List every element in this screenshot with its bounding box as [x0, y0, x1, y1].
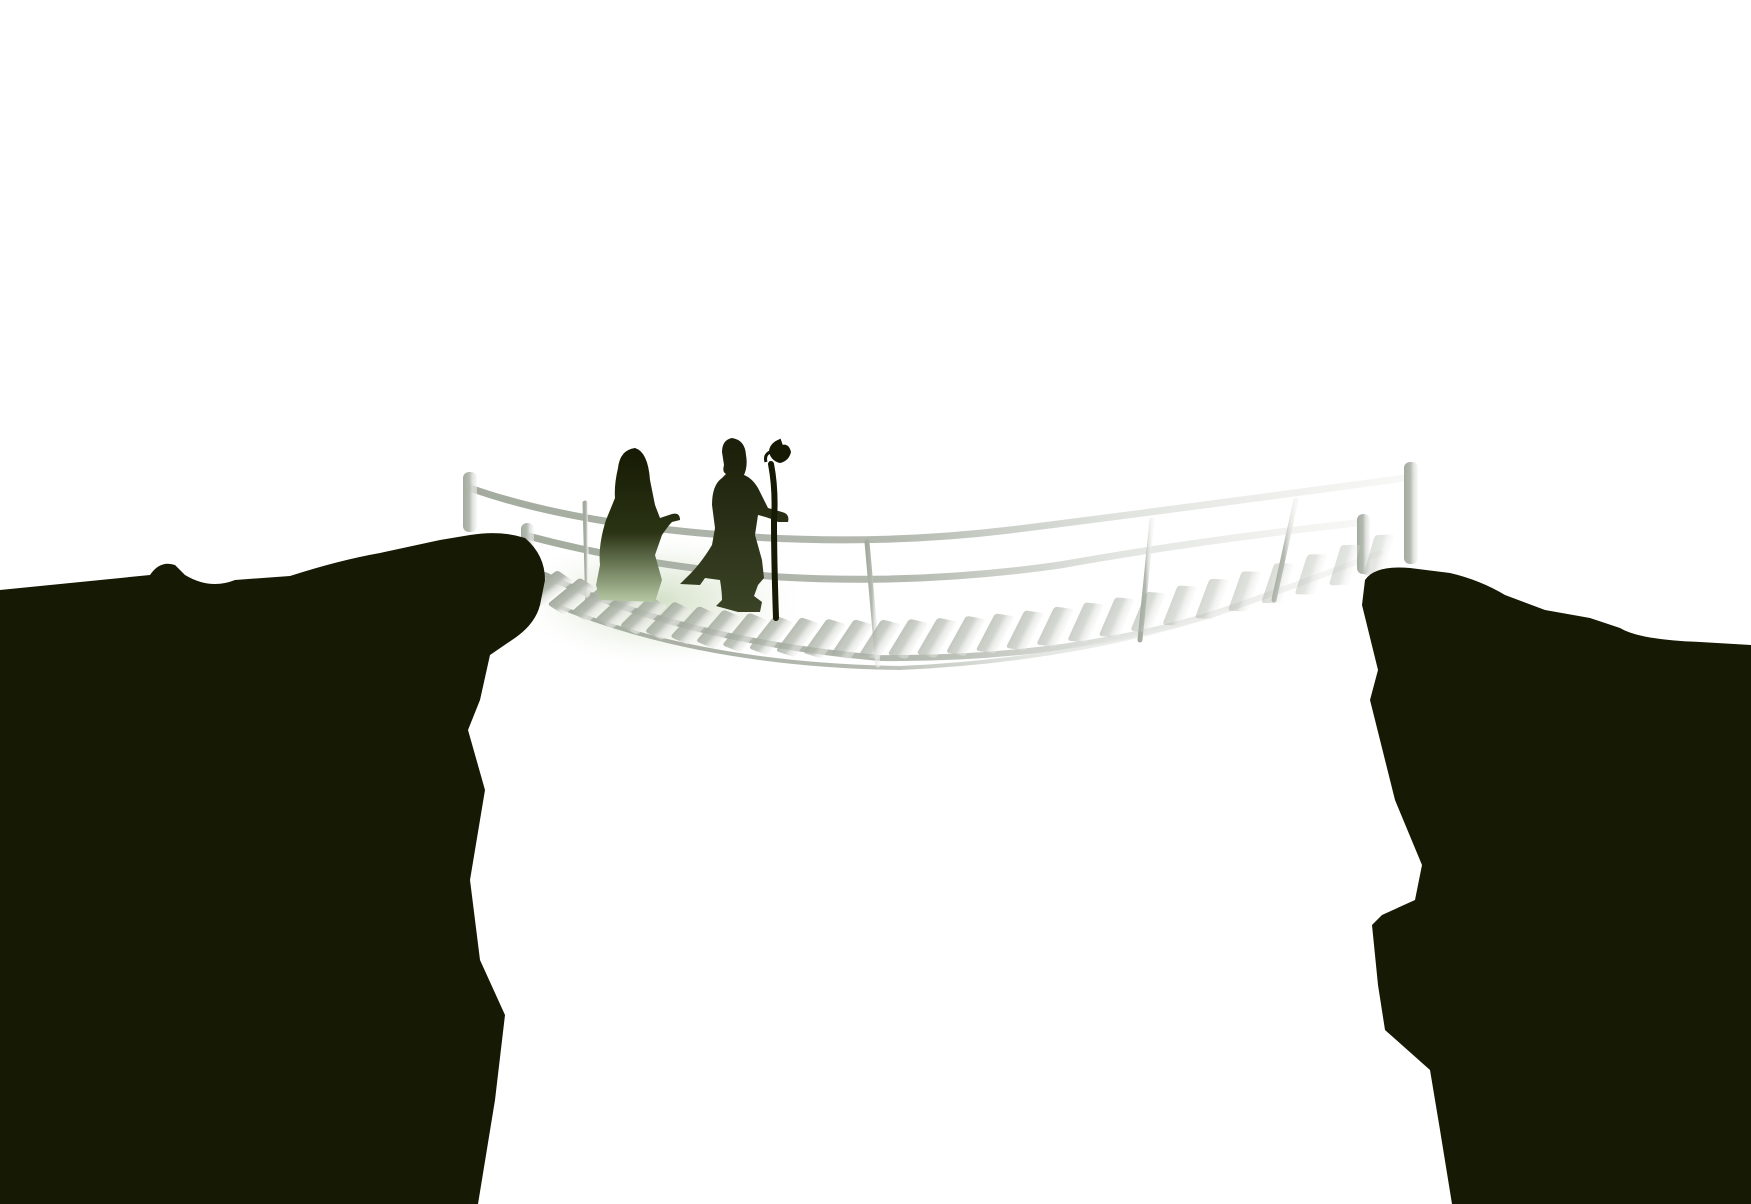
walking-staff: [764, 438, 792, 621]
bridge-plank: [888, 619, 928, 659]
bridge-plank: [1068, 602, 1104, 643]
bridge-plank: [1261, 563, 1294, 604]
bridge-plank: [671, 606, 716, 645]
bridge-plank: [860, 619, 900, 660]
bridge-plank: [1363, 534, 1395, 576]
bridge-plank: [1195, 578, 1229, 619]
hooded-figure: [596, 448, 680, 602]
bridge-plank: [1329, 544, 1361, 586]
bridge-plank: [976, 613, 1014, 654]
bridge-plank: [947, 616, 985, 656]
bridge-plank: [697, 610, 741, 649]
bridge-plank: [723, 613, 767, 652]
bridge-plank: [776, 617, 819, 657]
left-cliff: [0, 533, 545, 1204]
bridge-plank: [750, 616, 793, 655]
bridge-plank: [917, 618, 957, 658]
bridge-plank: [804, 619, 846, 658]
bridge-plank: [1228, 571, 1261, 612]
staff-figure: [680, 438, 789, 612]
bridge-plank: [646, 602, 691, 640]
bridge-plank: [1163, 585, 1197, 626]
bridge-plank: [1295, 554, 1327, 595]
right-cliff: [1362, 567, 1751, 1204]
bridge-plank: [621, 597, 667, 635]
bridge-plank: [832, 619, 873, 659]
bridge-plank: [1006, 610, 1044, 651]
bridge-plank: [1037, 606, 1074, 647]
bridge-plank: [548, 578, 596, 615]
bridge-plank: [1099, 597, 1135, 638]
bridge-plank: [1131, 591, 1166, 632]
